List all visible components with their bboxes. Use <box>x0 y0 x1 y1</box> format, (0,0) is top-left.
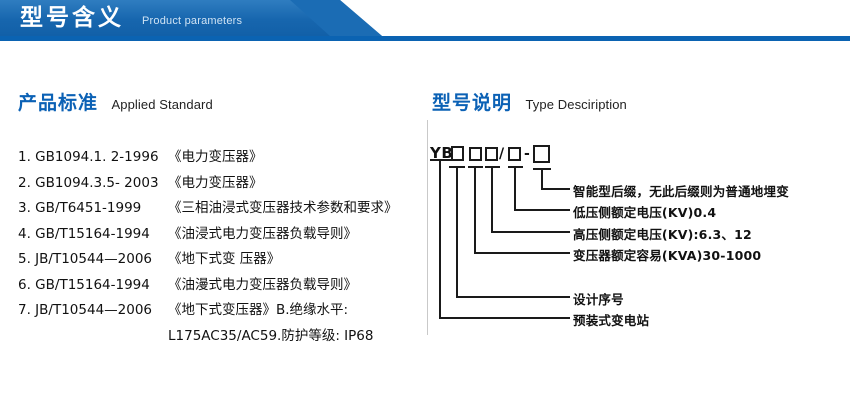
list-item: 2. GB1094.3.5- 2003 《电力变压器》 <box>18 171 418 197</box>
annotation-substation: 预装式变电站 <box>573 313 650 328</box>
standard-code: 6. GB/T15164-1994 <box>18 276 150 293</box>
annotation-design-serial: 设计序号 <box>573 292 624 307</box>
applied-standard-heading-en: Applied Standard <box>111 97 213 112</box>
code-box-4 <box>508 147 521 161</box>
annotation-capacity: 变压器额定容易(KVA)30-1000 <box>573 248 762 263</box>
standard-code: 3. GB/T6451-1999 <box>18 200 142 216</box>
standard-code: 7. JB/T10544—2006 <box>18 302 153 318</box>
standard-name: 《三相油浸式变压器技术参数和要求》 <box>168 200 398 216</box>
code-prefix-yb: YB <box>430 144 454 162</box>
standard-name: 《电力变压器》 <box>168 149 263 165</box>
standard-name: 《地下式变压器》B.绝缘水平: <box>168 302 349 318</box>
type-description-heading: 型号说明 Type Desciription <box>432 88 627 115</box>
list-item: 1. GB1094.1. 2-1996 《电力变压器》 <box>18 145 418 171</box>
standard-code: 5. JB/T10544—2006 <box>18 251 153 267</box>
list-item: 3. GB/T6451-1999 《三相油浸式变压器技术参数和要求》 <box>18 196 418 222</box>
list-item: 6. GB/T15164-1994 《油漫式电力变压器负载导则》 <box>18 273 418 299</box>
banner-title-cn: 型号含义 <box>20 5 124 31</box>
banner-shape-front <box>0 0 330 36</box>
banner-title-en: Product parameters <box>142 15 243 27</box>
applied-standard-heading: 产品标准 Applied Standard <box>18 88 213 115</box>
standard-code: 4. GB/T15164-1994 <box>18 225 150 242</box>
standard-code: 2. GB1094.3.5- 2003 <box>18 174 159 191</box>
standard-name: 《电力变压器》 <box>168 174 263 191</box>
type-code-diagram: YB / - 智能型后缀，无此后缀则为普通地埋变 低压侧额定电压(KV)0.4 … <box>425 140 850 340</box>
type-description-heading-en: Type Desciription <box>525 97 627 112</box>
applied-standard-heading-cn: 产品标准 <box>18 92 99 114</box>
code-separator-slash: / <box>499 146 505 162</box>
standard-continuation: L175AC35/AC59.防护等级: IP68 <box>168 327 374 344</box>
code-box-5 <box>533 145 550 163</box>
standard-name: 《油漫式电力变压器负载导则》 <box>168 276 357 293</box>
applied-standard-list: 1. GB1094.1. 2-1996 《电力变压器》 2. GB1094.3.… <box>18 145 418 349</box>
type-code-leader-lines <box>430 145 570 319</box>
code-box-1 <box>451 146 464 161</box>
code-separator-dash: - <box>524 146 530 162</box>
list-item: 7. JB/T10544—2006 《地下式变压器》B.绝缘水平: <box>18 298 418 324</box>
annotation-smart-suffix: 智能型后缀，无此后缀则为普通地埋变 <box>573 184 789 199</box>
code-box-3 <box>485 147 498 161</box>
list-item: 5. JB/T10544—2006 《地下式变 压器》 <box>18 247 418 273</box>
column-divider <box>427 120 428 335</box>
annotation-lv-voltage: 低压侧额定电压(KV)0.4 <box>573 205 717 220</box>
standard-name: 《油浸式电力变压器负载导则》 <box>168 225 357 242</box>
standard-code: 1. GB1094.1. 2-1996 <box>18 149 159 165</box>
standard-name: 《地下式变 压器》 <box>168 251 281 267</box>
code-box-2 <box>469 147 482 161</box>
banner-bottom-rule <box>0 36 850 41</box>
list-item: 4. GB/T15164-1994 《油浸式电力变压器负载导则》 <box>18 222 418 248</box>
page-header-banner: 型号含义 Product parameters <box>0 0 850 44</box>
type-description-heading-cn: 型号说明 <box>432 92 513 114</box>
annotation-hv-voltage: 高压侧额定电压(KV):6.3、12 <box>573 227 752 242</box>
